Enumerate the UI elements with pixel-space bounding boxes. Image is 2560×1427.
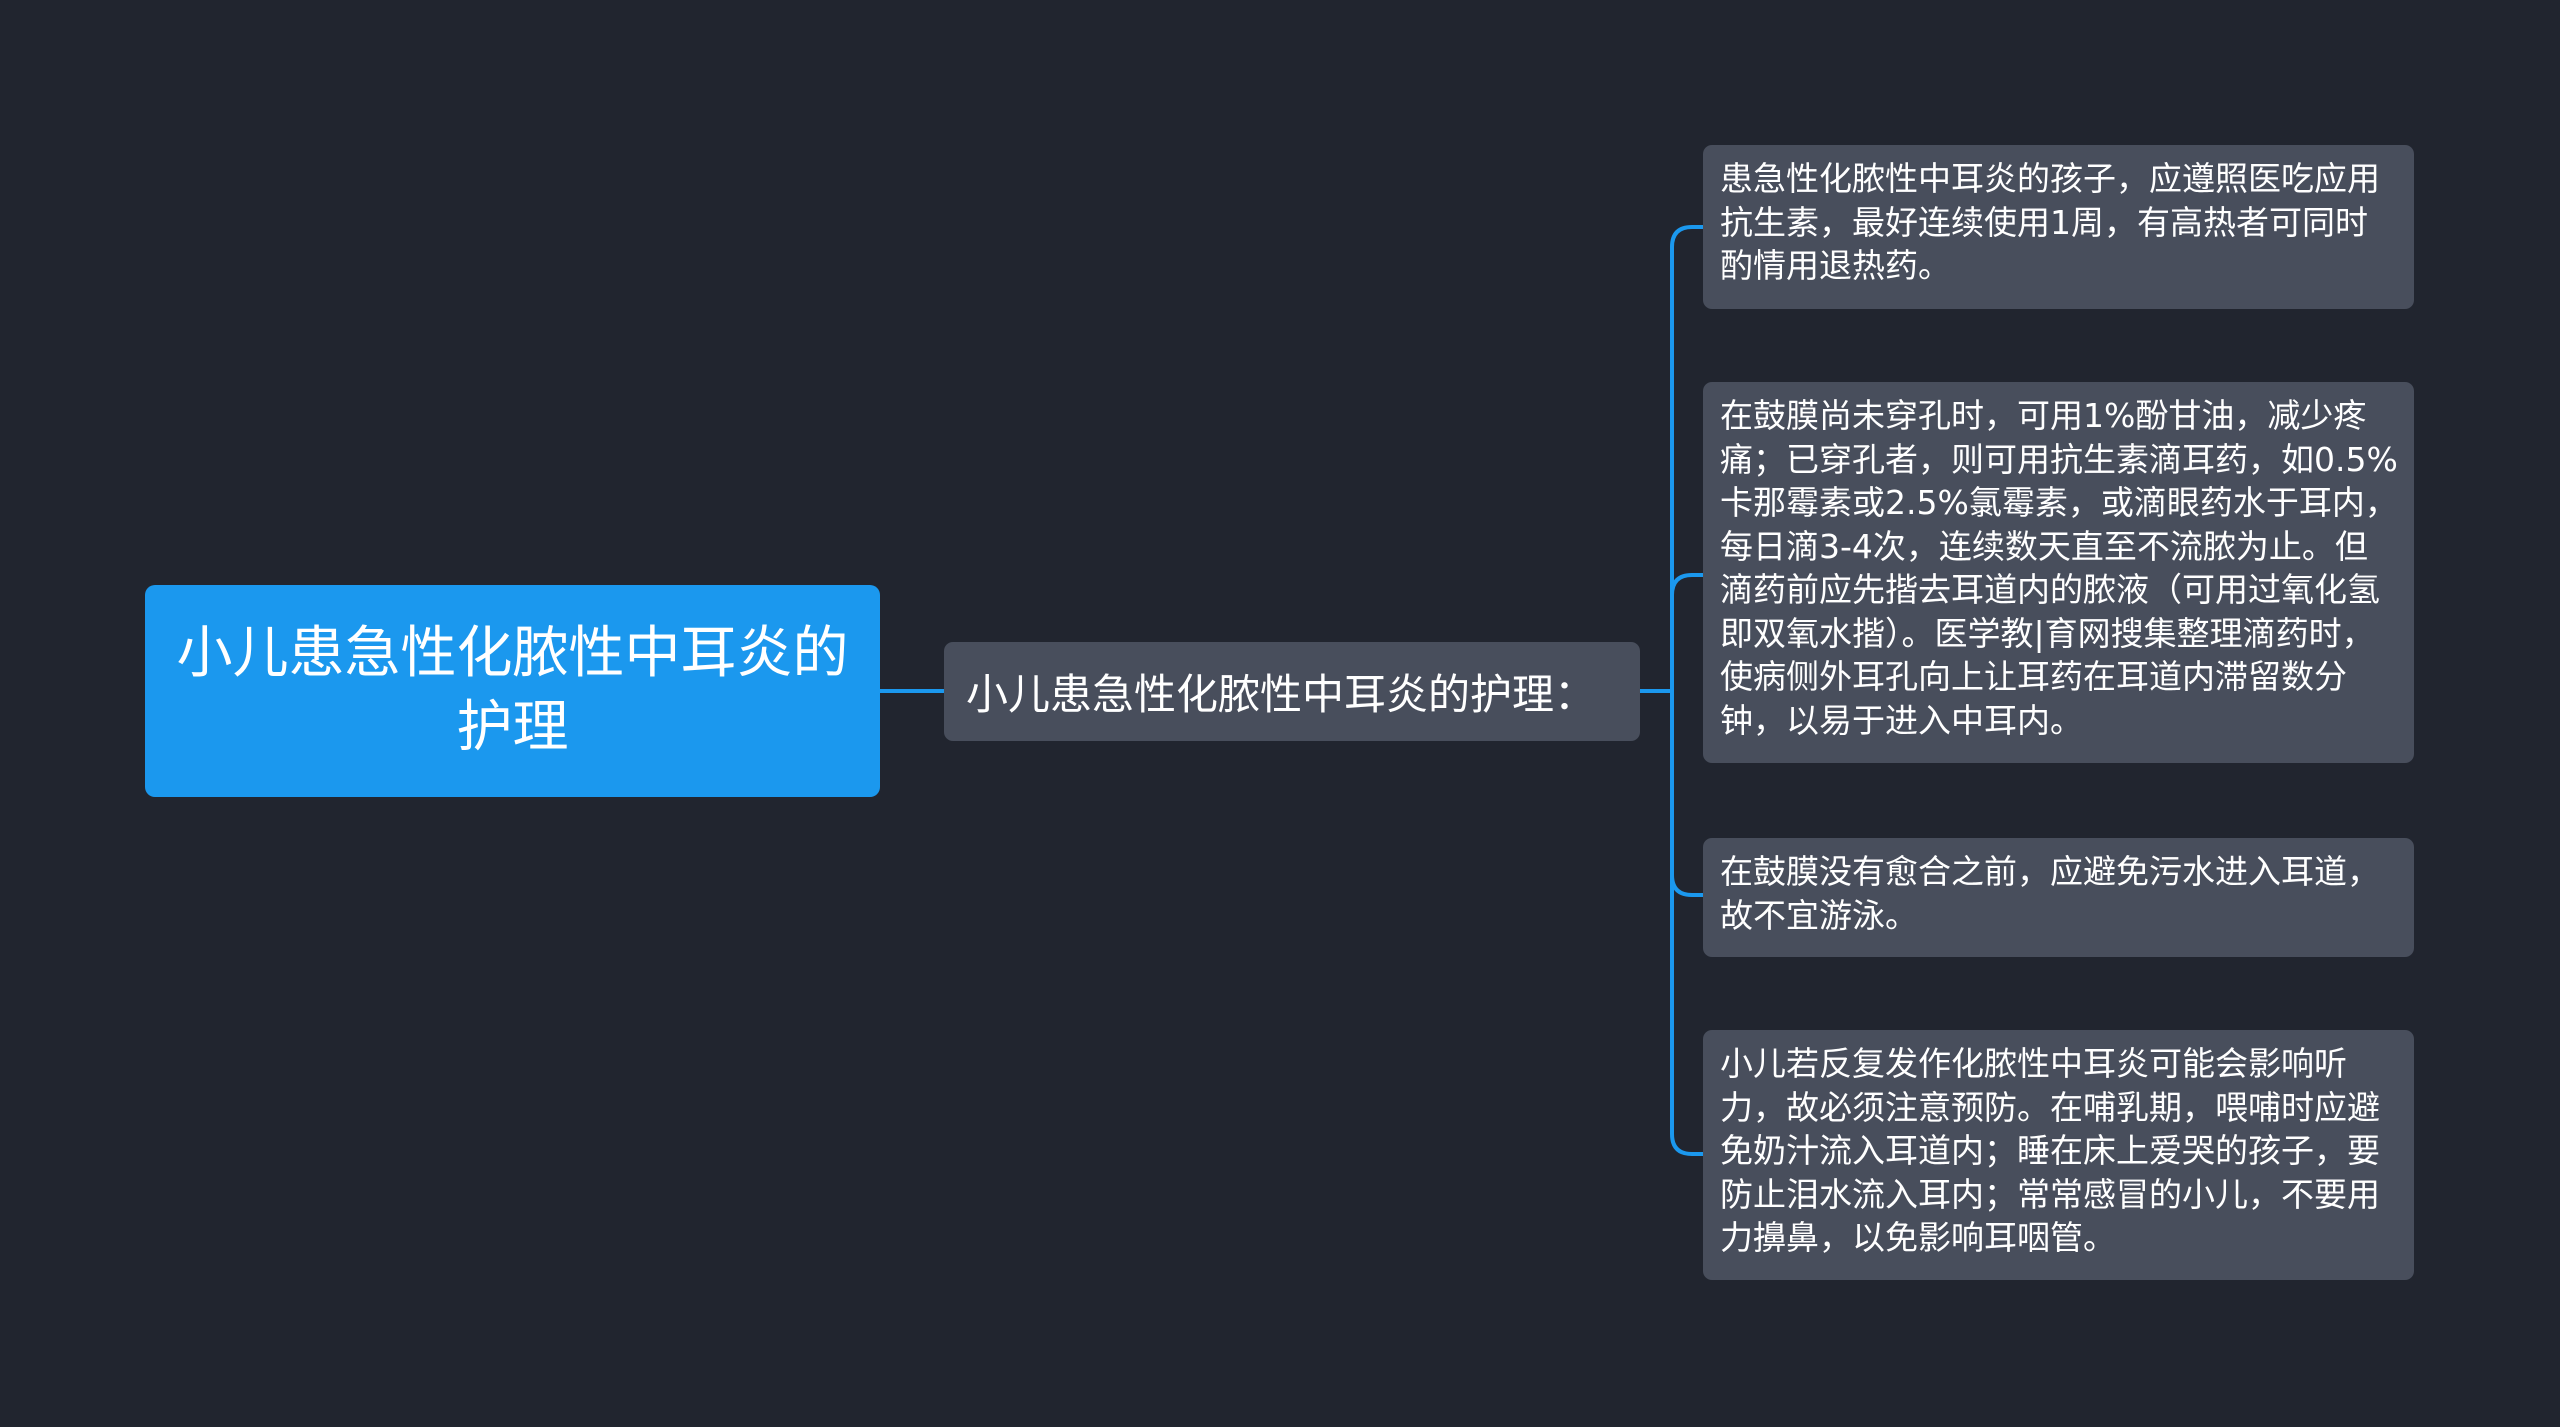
link-leaf-3	[1670, 691, 1703, 897]
leaf-topic-3[interactable]: 在鼓膜没有愈合之前，应避免污水进入耳道，故不宜游泳。	[1703, 838, 2414, 957]
link-leaf-2	[1670, 573, 1703, 691]
root-topic[interactable]: 小儿患急性化脓性中耳炎的护理	[145, 585, 880, 797]
link-leaf-1	[1670, 225, 1703, 691]
leaf-topic-1[interactable]: 患急性化脓性中耳炎的孩子，应遵照医吃应用抗生素，最好连续使用1周，有高热者可同时…	[1703, 145, 2414, 309]
branch-topic[interactable]: 小儿患急性化脓性中耳炎的护理：	[944, 642, 1640, 741]
root-topic-label: 小儿患急性化脓性中耳炎的护理	[176, 621, 849, 760]
leaf-topic-4[interactable]: 小儿若反复发作化脓性中耳炎可能会影响听力，故必须注意预防。在哺乳期，喂哺时应避免…	[1703, 1030, 2414, 1280]
leaf-topic-text: 小儿若反复发作化脓性中耳炎可能会影响听力，故必须注意预防。在哺乳期，喂哺时应避免…	[1720, 1044, 2380, 1257]
leaf-topic-text: 在鼓膜没有愈合之前，应避免污水进入耳道，故不宜游泳。	[1720, 852, 2380, 935]
link-leaf-4	[1670, 691, 1703, 1156]
leaf-topic-text: 在鼓膜尚未穿孔时，可用1%酚甘油，减少疼痛；已穿孔者，则可用抗生素滴耳药，如0.…	[1720, 396, 2398, 740]
leaf-topic-2[interactable]: 在鼓膜尚未穿孔时，可用1%酚甘油，减少疼痛；已穿孔者，则可用抗生素滴耳药，如0.…	[1703, 382, 2414, 763]
leaf-topic-text: 患急性化脓性中耳炎的孩子，应遵照医吃应用抗生素，最好连续使用1周，有高热者可同时…	[1720, 159, 2380, 285]
branch-topic-label: 小儿患急性化脓性中耳炎的护理：	[966, 670, 1597, 719]
